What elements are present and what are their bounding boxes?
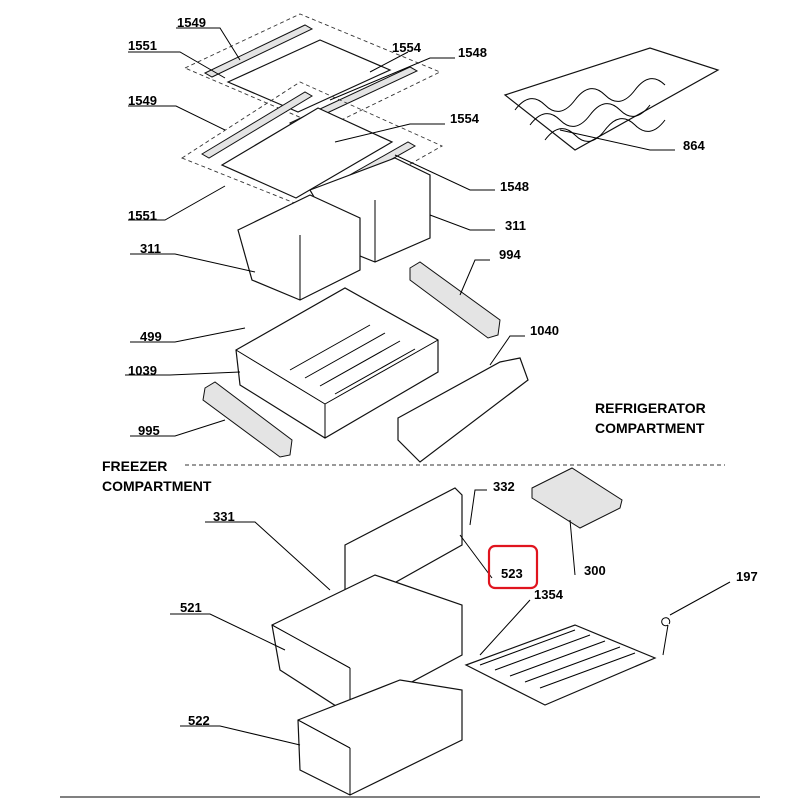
pin-part xyxy=(661,617,671,656)
label-1548: 1548 xyxy=(500,179,529,194)
label-1039: 1039 xyxy=(128,363,157,378)
drawer-cover xyxy=(397,357,529,463)
part-labels: 1549 1554 1551 1548 1549 1554 1548 1551 … xyxy=(128,15,758,728)
label-1551: 1551 xyxy=(128,208,157,223)
label-1554: 1554 xyxy=(450,111,480,126)
highlight-box xyxy=(487,544,539,590)
freezer-drawer-lower xyxy=(297,679,463,796)
label-311: 311 xyxy=(505,218,526,233)
drawer-tray xyxy=(235,287,439,439)
refrigerator-compartment-label-2: COMPARTMENT xyxy=(595,420,705,436)
freezer-drawer-upper xyxy=(271,574,463,716)
slide-rail-right xyxy=(409,261,501,339)
label-521: 521 xyxy=(180,600,202,615)
wine-rack xyxy=(503,47,720,151)
label-995: 995 xyxy=(138,423,160,438)
label-332: 332 xyxy=(493,479,515,494)
label-1354: 1354 xyxy=(534,587,564,602)
label-1549: 1549 xyxy=(128,93,157,108)
label-1040: 1040 xyxy=(530,323,559,338)
leader-lines xyxy=(125,27,731,746)
label-331: 331 xyxy=(213,509,235,524)
label-1549: 1549 xyxy=(177,15,206,30)
label-300: 300 xyxy=(584,563,606,578)
freezer-compartment-label: FREEZER xyxy=(102,458,167,474)
slide-rail-left xyxy=(202,381,293,458)
label-499: 499 xyxy=(140,329,162,344)
ice-tray xyxy=(531,467,623,529)
refrigerator-compartment-label: REFRIGERATOR xyxy=(595,400,706,416)
label-1548: 1548 xyxy=(458,45,487,60)
label-522: 522 xyxy=(188,713,210,728)
label-311: 311 xyxy=(140,241,161,256)
label-994: 994 xyxy=(499,247,521,262)
label-1551: 1551 xyxy=(128,38,157,53)
label-197: 197 xyxy=(736,569,758,584)
crisper-drawers xyxy=(237,157,431,301)
wire-shelf xyxy=(464,624,657,706)
label-523: 523 xyxy=(501,566,523,581)
freezer-compartment-label-2: COMPARTMENT xyxy=(102,478,212,494)
label-864: 864 xyxy=(683,138,705,153)
label-1554: 1554 xyxy=(392,40,422,55)
